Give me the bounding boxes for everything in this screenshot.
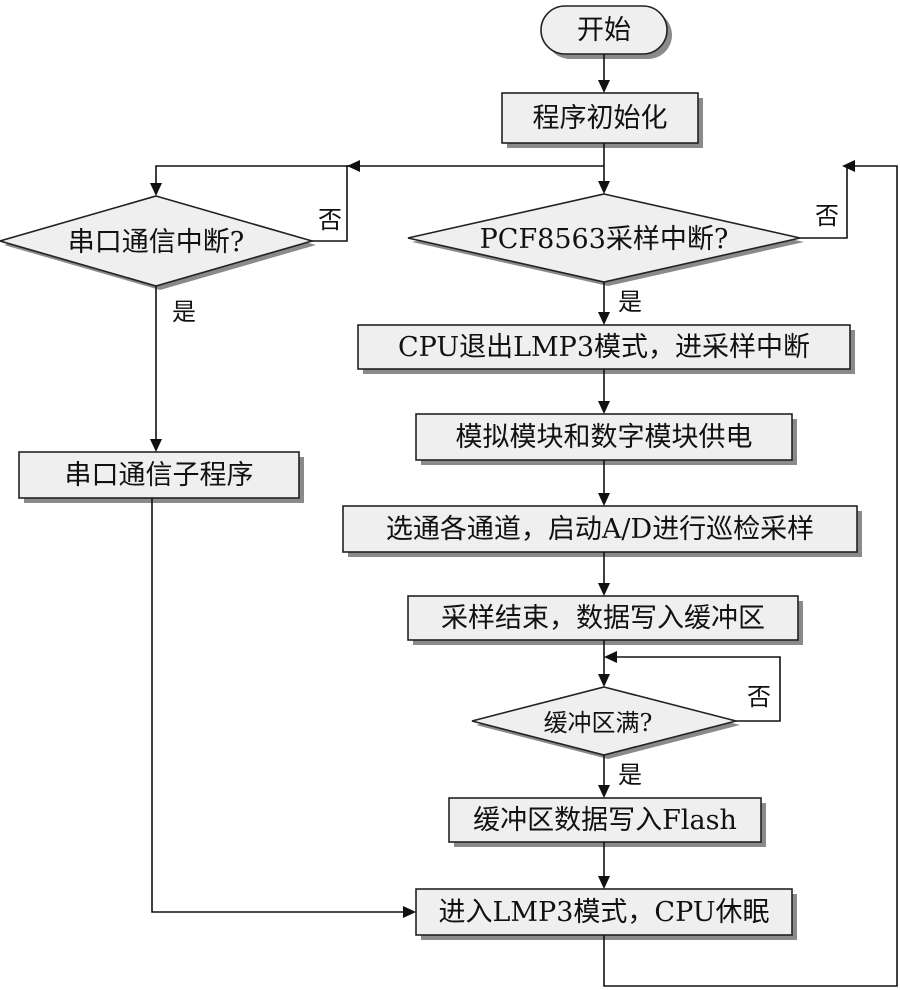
serial-sub-node: 串口通信子程序 [18,451,304,503]
write-flash-node: 缓冲区数据写入Flash [448,797,766,847]
edge-main-serial [155,165,604,185]
arrowhead [347,160,360,172]
power-node: 模拟模块和数字模块供电 [415,413,797,465]
sleep-label: 进入LMP3模式，CPU休眠 [438,897,769,928]
serial-check-node: 串口通信中断? [0,195,316,290]
pcf-no-label: 否 [815,202,839,230]
arrowhead [598,785,610,798]
arrowhead [598,181,610,194]
arrowhead [842,160,855,172]
init-label: 程序初始化 [533,103,668,134]
arrowhead [403,906,416,918]
buffer-yes-label: 是 [618,761,642,789]
arrowhead [598,312,610,325]
buffer-check-node: 缓冲区满? [471,686,740,759]
arrowhead [598,493,610,506]
arrowhead [598,674,610,687]
power-label: 模拟模块和数字模块供电 [456,422,753,453]
pcf-check-node: PCF8563采样中断? [407,193,804,286]
init-node: 程序初始化 [501,92,703,148]
select-label: 选通各通道，启动A/D进行巡检采样 [386,514,814,545]
arrowhead [598,401,610,414]
buffer-check-label: 缓冲区满? [544,709,653,737]
sample-end-label: 采样结束，数据写入缓冲区 [441,603,765,634]
serial-yes-label: 是 [172,298,196,326]
arrowhead [150,439,162,452]
arrowhead [604,651,617,663]
serial-sub-label: 串口通信子程序 [65,460,254,491]
edge-sleep-loop [603,165,898,987]
arrowhead [598,80,610,93]
edge-buffer-no-loop [617,656,781,722]
sample-end-node: 采样结束，数据写入缓冲区 [407,595,803,645]
pcf-check-label: PCF8563采样中断? [480,224,729,255]
write-flash-label: 缓冲区数据写入Flash [473,805,737,836]
buffer-no-label: 否 [747,683,771,711]
arrowhead [598,876,610,889]
cpu-exit-node: CPU退出LMP3模式，进采样中断 [357,324,855,374]
arrowhead [598,583,610,596]
start-label: 开始 [577,15,631,46]
start-node: 开始 [540,5,672,59]
pcf-yes-label: 是 [618,288,642,316]
serial-no-label: 否 [318,206,342,234]
cpu-exit-label: CPU退出LMP3模式，进采样中断 [398,332,810,363]
sleep-node: 进入LMP3模式，CPU休眠 [415,888,797,940]
arrowhead [150,183,162,196]
select-node: 选通各通道，启动A/D进行巡检采样 [342,505,862,557]
edge-serial-sleep [151,498,405,913]
serial-check-label: 串口通信中断? [68,227,244,258]
